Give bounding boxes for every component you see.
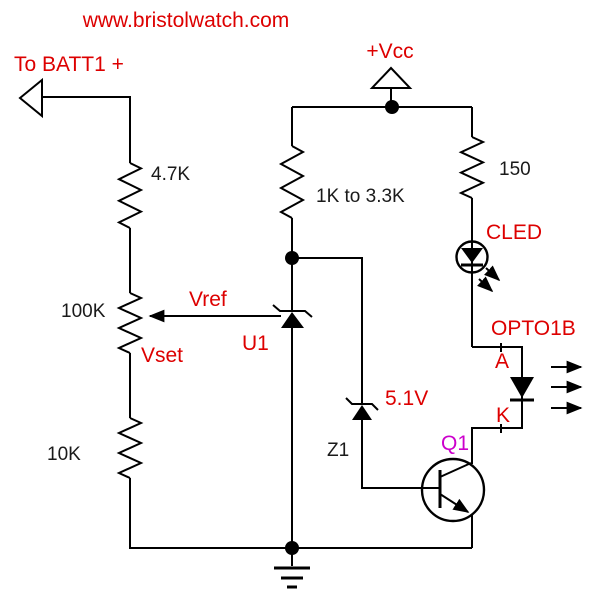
wire-bottom-rail xyxy=(129,478,472,549)
resistor-10k-label: 10K xyxy=(47,444,81,465)
wiring xyxy=(42,88,523,549)
z1-zener-symbol xyxy=(345,397,379,420)
q1-collector-line xyxy=(439,462,472,478)
opto-anode-label: A xyxy=(495,350,509,373)
u1-label: U1 xyxy=(242,332,269,355)
wire-z1-to-base xyxy=(361,420,440,489)
cled-label: CLED xyxy=(486,221,542,244)
opto-cathode-label: K xyxy=(496,404,510,427)
resistor-1k-3.3k xyxy=(278,145,306,219)
z1-cathode-bar xyxy=(345,397,379,411)
opto-triangle xyxy=(510,377,534,398)
u1-cathode-bar xyxy=(272,304,313,318)
u1-shunt-reference-symbol xyxy=(272,304,313,328)
z1-triangle xyxy=(352,405,372,420)
q1-label: Q1 xyxy=(441,432,469,455)
vref-label: Vref xyxy=(189,288,227,311)
power-symbols xyxy=(18,66,413,589)
resistor-4.7k xyxy=(116,162,144,229)
cled-triangle xyxy=(461,248,483,263)
q1-transistor-symbol xyxy=(420,457,486,523)
opto-led-symbol xyxy=(510,360,583,415)
q1-circle xyxy=(420,457,486,523)
wire-batt-to-r47k xyxy=(42,96,131,163)
cled-led-symbol xyxy=(455,240,501,293)
z1-label: Z1 xyxy=(327,440,349,461)
vset-label: Vset xyxy=(141,344,183,367)
cled-emission-arrow-2 xyxy=(477,276,494,293)
potentiometer-100k xyxy=(116,292,144,354)
wire-opto-loop-to-collector xyxy=(471,346,523,464)
cled-circle xyxy=(455,240,489,274)
cled-emission-arrow-1 xyxy=(484,265,501,282)
junction-dot-ground xyxy=(285,541,299,555)
resistors xyxy=(116,136,486,479)
resistor-4.7k-label: 4.7K xyxy=(151,164,190,185)
opto-label: OPTO1B xyxy=(491,317,576,340)
battery-label: To BATT1 + xyxy=(14,53,124,76)
zener-voltage-label: 5.1V xyxy=(385,387,428,410)
vcc-label: +Vcc xyxy=(366,40,413,63)
site-title: www.bristolwatch.com xyxy=(82,9,290,32)
junction-dot-zener-tap xyxy=(285,251,299,265)
battery-connector-arrow xyxy=(18,77,43,119)
resistor-1k-3.3k-label: 1K to 3.3K xyxy=(316,186,405,207)
resistor-150 xyxy=(458,136,486,199)
labels: www.bristolwatch.com To BATT1 + +Vcc 4.7… xyxy=(14,9,576,465)
vcc-symbol xyxy=(369,66,413,89)
wire-jog-to-z1 xyxy=(292,257,363,404)
pot-100k-label: 100K xyxy=(61,301,106,322)
junction-dot-vcc xyxy=(385,100,399,114)
resistor-150-label: 150 xyxy=(499,159,531,180)
q1-emitter-arrow xyxy=(439,493,470,513)
u1-triangle xyxy=(281,312,304,328)
resistor-10k xyxy=(116,417,144,479)
